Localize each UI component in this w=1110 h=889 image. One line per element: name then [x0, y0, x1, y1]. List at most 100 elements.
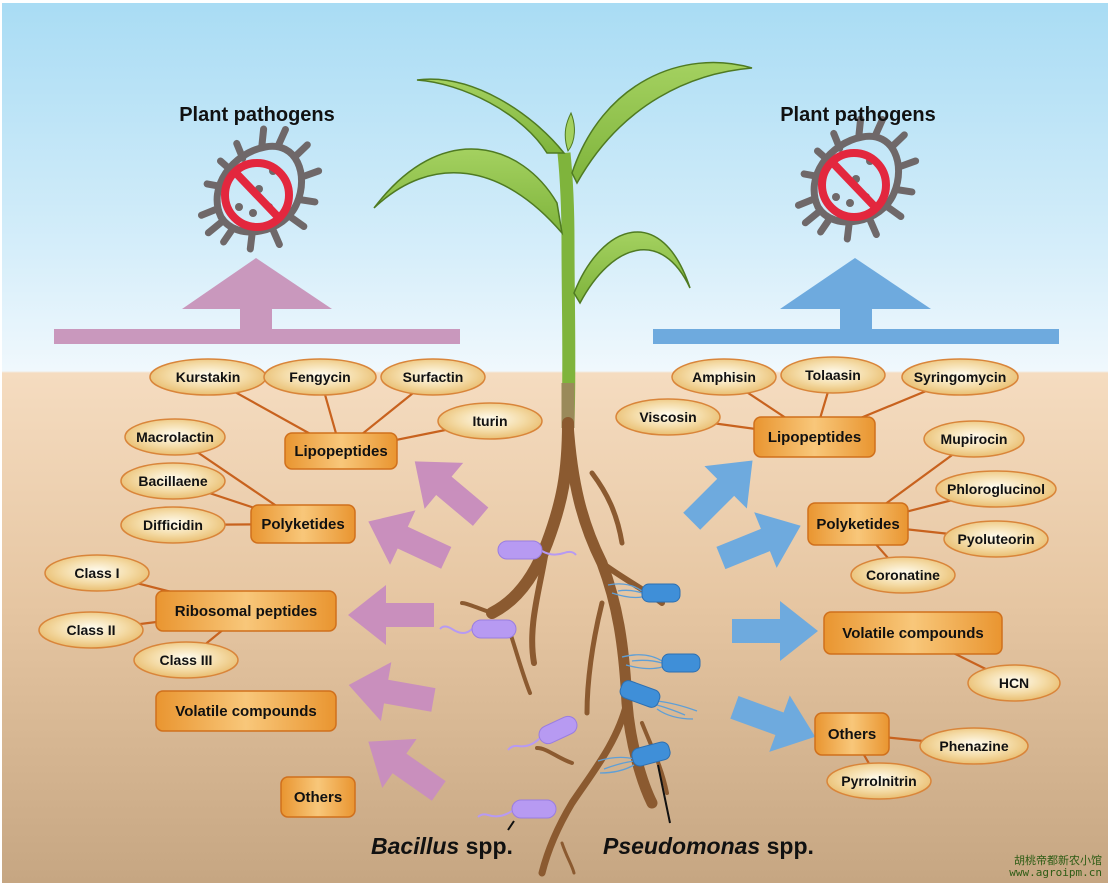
pathogen-spike — [269, 226, 283, 249]
pathogen-spike — [855, 115, 865, 139]
compound-ellipse — [850, 556, 956, 594]
left-compound-class-iii: Class III — [133, 641, 239, 679]
left-title: Plant pathogens — [179, 104, 335, 126]
right-compound-phenazine: Phenazine — [919, 727, 1029, 765]
right-category-lipopeptides: Lipopeptides — [753, 416, 876, 458]
left-compound-surfactin: Surfactin — [380, 358, 486, 396]
compound-ellipse — [671, 358, 777, 396]
inhibition-arrow-right — [653, 258, 1059, 344]
category-label: Polyketides — [261, 516, 344, 533]
right-title: Plant pathogens — [780, 104, 936, 126]
bacillus-suffix: spp. — [459, 833, 513, 859]
category-label: Others — [828, 726, 876, 743]
compound-ellipse — [38, 611, 144, 649]
right-compound-hcn: HCN — [967, 664, 1061, 702]
pseudomonas-arrow — [732, 601, 818, 661]
right-compound-pyoluteorin: Pyoluteorin — [943, 520, 1049, 558]
category-box — [280, 776, 356, 818]
prohibit-slash — [232, 169, 282, 221]
pathogen-icon-left — [197, 125, 323, 253]
compound-label: Macrolactin — [136, 429, 214, 445]
bacillus-arrow — [368, 738, 446, 801]
category-label: Ribosomal peptides — [175, 603, 318, 620]
pathogen-spike — [292, 141, 311, 160]
nodes: Lipopeptides Kurstakin Fengycin SurfactinIt… — [38, 356, 1061, 818]
pathogen-body — [213, 142, 305, 236]
compound-label: Tolaasin — [805, 367, 861, 383]
pathogen-spike — [246, 229, 256, 253]
category-label: Polyketides — [816, 516, 899, 533]
category-box — [155, 590, 337, 632]
prohibit-slash — [829, 159, 879, 211]
compound-ellipse — [923, 420, 1025, 458]
category-box — [753, 416, 876, 458]
leaf-left — [373, 148, 564, 236]
pathogen-spike — [300, 167, 323, 180]
pseudomonas-cell — [621, 653, 701, 673]
bacillus-genus: Bacillus — [371, 833, 459, 859]
right-compound-viscosin: Viscosin — [615, 398, 721, 436]
left-compound-bacillaene: Bacillaene — [120, 462, 226, 500]
compound-ellipse — [615, 398, 721, 436]
right-compound-phloroglucinol: Phloroglucinol — [935, 470, 1057, 508]
left-compound-iturin: Iturin — [437, 402, 543, 440]
pseudomonas-cell — [597, 741, 671, 774]
category-box — [250, 504, 356, 544]
pathogen-spike — [801, 209, 822, 227]
right-compound-mupirocin: Mupirocin — [923, 420, 1025, 458]
pseudomonas-suffix: spp. — [760, 833, 814, 859]
plant-root — [460, 417, 669, 877]
prohibit-circle — [818, 149, 890, 221]
left-compound-difficidin: Difficidin — [120, 506, 226, 544]
compound-ellipse — [120, 462, 226, 500]
compound-label: HCN — [999, 675, 1029, 691]
compound-ellipse — [919, 727, 1029, 765]
pathogen-icon-right — [794, 115, 920, 243]
leaf-right — [573, 231, 691, 305]
compound-label: Iturin — [473, 413, 508, 429]
pathogen-spike — [794, 195, 817, 209]
right-compound-amphisin: Amphisin — [671, 358, 777, 396]
pathogen-spike — [258, 125, 268, 149]
pathogen-spike — [889, 131, 908, 150]
pseudomonas-label: Pseudomonas spp. — [603, 833, 814, 859]
pathogen-spike — [843, 219, 853, 243]
compound-label: Pyoluteorin — [957, 531, 1034, 547]
pseudomonas-cell — [619, 680, 698, 720]
pathogen-dot — [832, 193, 840, 201]
right-compound-pyrrolnitrin: Pyrrolnitrin — [826, 762, 932, 800]
compound-label: Class III — [160, 652, 213, 668]
bacillus-arrow — [348, 662, 436, 722]
left-compound-class-ii: Class II — [38, 611, 144, 649]
category-label: Others — [294, 789, 342, 806]
watermark-line1: 胡桃帝都新农小馆 — [1014, 854, 1102, 867]
left-category-others: Others — [280, 776, 356, 818]
pathogen-spike — [287, 213, 308, 230]
category-box — [155, 690, 337, 732]
bacillus-cell — [439, 619, 517, 639]
compound-label: Fengycin — [289, 369, 350, 385]
compound-ellipse — [943, 520, 1049, 558]
compound-label: Mupirocin — [941, 431, 1008, 447]
right-category-volatile-compounds: Volatile compounds — [823, 611, 1003, 655]
compound-label: Coronatine — [866, 567, 940, 583]
bacillus-cell — [477, 799, 557, 819]
left-compound-kurstakin: Kurstakin — [149, 358, 267, 396]
pathogen-dot — [235, 203, 243, 211]
diagram-canvas: Plant pathogens Plant pathogens Lipopept… — [2, 3, 1108, 883]
pseudomonas-cell — [607, 583, 681, 603]
watermark-line2: www.agroipm.cn — [1009, 866, 1102, 879]
prohibit-circle — [221, 159, 293, 231]
right-category-polyketides: Polyketides — [807, 502, 909, 546]
category-box — [814, 712, 890, 756]
compound-label: Pyrrolnitrin — [841, 773, 916, 789]
compound-label: Class I — [74, 565, 119, 581]
compound-ellipse — [44, 554, 150, 592]
compound-label: Difficidin — [143, 517, 203, 533]
compound-ellipse — [124, 418, 226, 456]
compound-ellipse — [967, 664, 1061, 702]
compound-ellipse — [901, 358, 1019, 396]
category-box — [823, 611, 1003, 655]
pathogen-spike — [866, 216, 880, 239]
plant-shoot — [373, 61, 753, 428]
